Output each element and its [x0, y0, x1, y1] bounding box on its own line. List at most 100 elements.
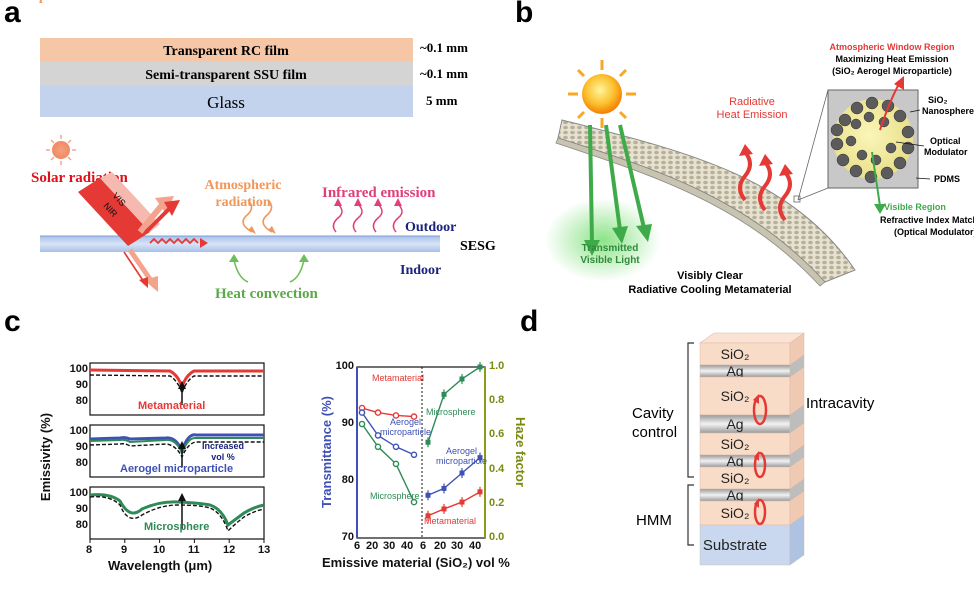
ytick: 0.8: [489, 394, 505, 407]
ssu-film-label: Semi-transparent SSU film: [145, 68, 307, 83]
radiative-label-1: Radiative: [729, 96, 775, 108]
absorption-zigzag: [149, 237, 199, 245]
haze-line-microsphere: [427, 366, 481, 443]
indoor-label: Indoor: [400, 263, 441, 278]
atmospheric-label: Atmospheric radiation: [0, 0, 136, 4]
heat-emission-arrows: [738, 150, 792, 222]
hmm-bracket: [687, 484, 694, 546]
radiative-label-2: Heat Emission: [717, 109, 788, 121]
sun-icon: [568, 60, 636, 128]
microsphere-curve: [89, 493, 265, 528]
ytick: 100: [69, 425, 88, 437]
panel-letter-a: a: [4, 0, 21, 29]
panel-letter-c: c: [4, 305, 21, 338]
emissivity-yticks-2: 100 90 80: [64, 423, 88, 471]
label-line: Aerogel: [389, 417, 422, 427]
cavity-label-2: control: [632, 424, 677, 441]
convection-arrows: [233, 259, 305, 283]
ytick: 0.2: [489, 496, 505, 509]
transmittance-line-metamaterial: [361, 407, 415, 418]
stack-layer-sio: [699, 500, 791, 526]
transmittance-point-aerogel-microparticle: [358, 409, 366, 416]
ytick: 100: [69, 363, 88, 375]
outdoor-label: Outdoor: [405, 220, 456, 235]
stack-layer-label: Ag: [726, 487, 743, 503]
ytick: 100: [335, 360, 354, 372]
transmittance-point-aerogel-microparticle: [374, 432, 382, 439]
atm-window-title: Atmospheric Window Region: [830, 42, 955, 52]
haze-point-metamaterial: [425, 513, 431, 519]
xtick: 9: [121, 544, 128, 556]
transmitted-light-arrows: [588, 124, 646, 243]
ytick: 80: [75, 395, 88, 407]
wavelength-xticks: 8 9 10 11 12 13: [80, 544, 274, 558]
panel-letter-d: d: [520, 305, 539, 338]
stack-layer-ag: [699, 364, 791, 378]
transmittance-haze-chart: [356, 362, 486, 539]
sun-icon: [46, 135, 76, 165]
series-label-aerogel-right: Aerogel microparticle: [436, 446, 487, 466]
infrared-label: Infrared emission: [322, 185, 436, 201]
haze-point-aerogel-microparticle: [425, 492, 431, 498]
rc-film-thickness: ~0.1 mm: [420, 40, 468, 55]
haze-point-microsphere: [459, 376, 465, 382]
xtick: 6: [354, 540, 361, 552]
panel-b-diagram: Radiative Heat Emission Atmospheric Wind…: [545, 42, 974, 296]
stack-layer-label: SiO₂: [721, 346, 750, 362]
stack-layer-ag: [699, 454, 791, 468]
xtick: 30: [383, 540, 396, 552]
haze-line-metamaterial: [427, 491, 481, 517]
cavity-bracket: [687, 342, 694, 478]
haze-line-aerogel-microparticle: [427, 457, 481, 496]
transmittance-point-aerogel-microparticle: [410, 451, 418, 459]
atmospheric-arrows: [242, 199, 273, 233]
visible-region-label: Visible Region: [884, 202, 946, 212]
haze-point-microsphere: [477, 364, 483, 370]
optical-label-2: Modulator: [924, 147, 968, 157]
label-line: microparticle: [380, 427, 432, 437]
emissivity-yticks-3: 100 90 80: [64, 485, 88, 533]
ssu-film-thickness: ~0.1 mm: [420, 66, 468, 81]
stack-layer-label: SiO₂: [721, 505, 750, 521]
atm-window-line1: Maximizing Heat Emission: [835, 54, 948, 64]
series-label-aerogel-left: Aerogel microparticle: [380, 417, 431, 437]
transmitted-ray-arrows: [123, 248, 158, 292]
transmitted-label-2: Visible Light: [580, 255, 640, 266]
stack-layer-substrate: [699, 524, 791, 566]
glass-thickness: 5 mm: [426, 93, 458, 108]
transmittance-point-microsphere: [410, 498, 418, 506]
note-line: vol %: [211, 452, 235, 462]
refractive-label-2: (Optical Modulator): [894, 227, 974, 237]
ytick: 90: [341, 417, 354, 429]
xtick: 10: [153, 544, 166, 556]
xtick: 40: [469, 540, 482, 552]
ytick: 80: [341, 474, 354, 486]
rotation-arrow-icons: [752, 394, 768, 526]
metamaterial-label: Metamaterial: [138, 400, 206, 412]
xtick: 12: [223, 544, 236, 556]
stack-layer-label: Ag: [726, 363, 743, 379]
aerogel-label: Aerogel microparticle: [120, 463, 234, 475]
refractive-label-1: Refractive Index Matching: [880, 215, 974, 225]
ytick: 80: [75, 519, 88, 531]
intracavity-label: Intracavity: [806, 395, 875, 412]
rc-film-layer: [40, 38, 413, 62]
haze-point-aerogel-microparticle: [459, 470, 465, 476]
stack-top-face: [699, 332, 805, 344]
panel-a-diagram: Transparent RC film Semi-transparent SSU…: [0, 0, 496, 302]
series-label-microsphere-left: Microsphere: [370, 491, 420, 501]
haze-point-microsphere: [425, 439, 431, 445]
xtick: 8: [86, 544, 93, 556]
transmittance-yticks: 100 90 80 70: [324, 360, 354, 543]
emissivity-subplots: [89, 362, 265, 543]
ytick: 1.0: [489, 360, 505, 372]
transmittance-point-microsphere: [358, 420, 366, 428]
transmittance-point-metamaterial: [410, 413, 418, 420]
ytick: 0.6: [489, 428, 505, 441]
right-xlabel: Emissive material (SiO₂) vol %: [322, 555, 510, 570]
glass-label: Glass: [207, 93, 245, 112]
emissivity-yticks-1: 100 90 80: [64, 361, 88, 409]
aerogel-curve: [89, 433, 264, 456]
infrared-arrows: [332, 203, 403, 233]
emissivity-frame-1: [89, 362, 265, 416]
